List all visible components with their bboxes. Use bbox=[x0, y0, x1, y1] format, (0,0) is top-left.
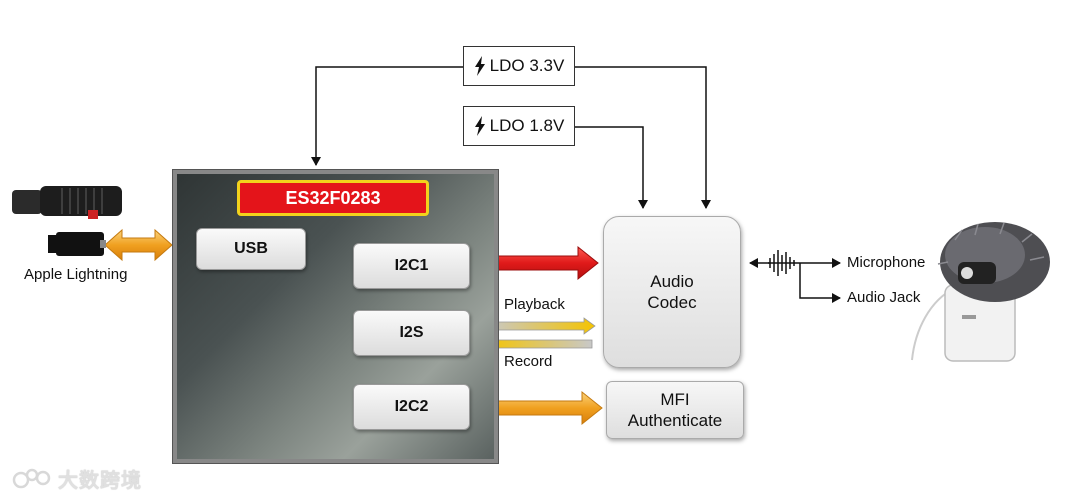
i2c2-port: I2C2 bbox=[353, 384, 470, 430]
apple-lightning-label: Apple Lightning bbox=[24, 266, 128, 283]
waveform-icon bbox=[768, 250, 800, 276]
ldo-1v8-box: LDO 1.8V bbox=[463, 106, 575, 146]
audio-codec-block: Audio Codec bbox=[603, 216, 741, 368]
record-arrow bbox=[484, 335, 593, 353]
shotgun-microphone-image bbox=[12, 186, 122, 219]
i2s-port: I2S bbox=[353, 310, 470, 356]
ldo33-to-chip-line bbox=[311, 66, 463, 166]
i2c1-port: I2C1 bbox=[353, 243, 470, 289]
ldo33-to-codec-line bbox=[575, 66, 711, 209]
audio-codec-line2: Codec bbox=[647, 293, 697, 312]
audio-jack-branch-line bbox=[799, 263, 841, 303]
audio-codec-line1: Audio bbox=[650, 272, 694, 291]
ldo18-to-codec-line bbox=[575, 126, 648, 209]
ldo-1v8-label: LDO 1.8V bbox=[489, 116, 565, 135]
usb-port: USB bbox=[196, 228, 306, 270]
playback-arrow bbox=[487, 317, 596, 335]
ldo-3v3-label: LDO 3.3V bbox=[489, 56, 565, 75]
ldo-3v3-box: LDO 3.3V bbox=[463, 46, 575, 86]
lightning-usb-arrow bbox=[104, 228, 173, 262]
lightning-bolt-icon bbox=[474, 116, 485, 136]
lightning-bolt-icon bbox=[474, 56, 485, 76]
mfi-line1: MFI bbox=[660, 390, 690, 409]
phone-with-furry-mic-image bbox=[911, 222, 1050, 362]
chip-name-label: ES32F0283 bbox=[237, 180, 429, 216]
lightning-connector-image bbox=[48, 232, 106, 256]
watermark-text: 大数跨境 bbox=[58, 470, 142, 492]
microphone-label: Microphone bbox=[847, 254, 926, 271]
watermark-logo-icon bbox=[12, 468, 51, 488]
audio-jack-label: Audio Jack bbox=[847, 289, 921, 306]
i2c2-mfi-arrow bbox=[477, 390, 603, 426]
mfi-line2: Authenticate bbox=[627, 411, 723, 430]
watermark: 大数跨境 bbox=[12, 464, 142, 493]
playback-label: Playback bbox=[504, 296, 565, 313]
record-label: Record bbox=[504, 353, 553, 370]
mfi-authenticate-block: MFI Authenticate bbox=[606, 381, 744, 439]
